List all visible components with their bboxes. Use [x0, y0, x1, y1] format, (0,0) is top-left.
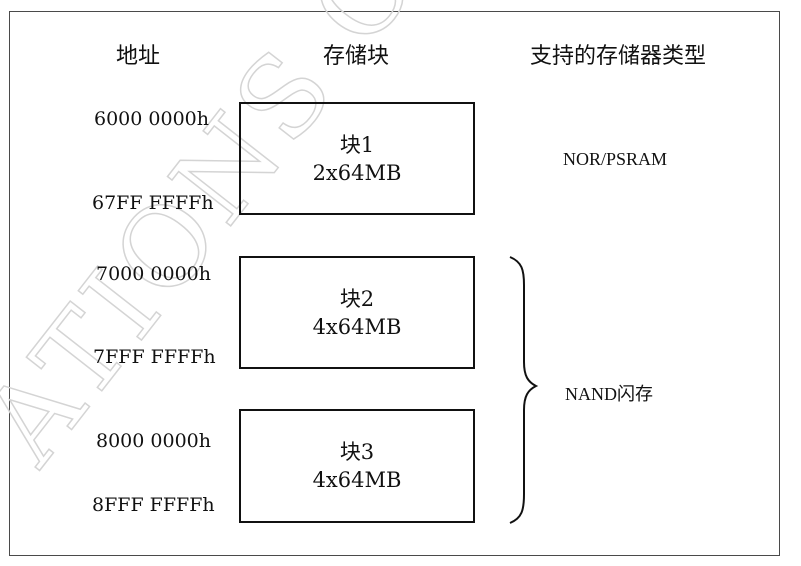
address-start-1: 6000 0000h	[94, 108, 209, 130]
block-size-3: 4x64MB	[312, 468, 402, 492]
header-address: 地址	[116, 44, 161, 69]
type-nand: NAND闪存	[565, 384, 653, 404]
header-memory-type: 支持的存储器类型	[530, 44, 707, 69]
header-block: 存储块	[323, 44, 390, 69]
address-end-2: 7FFF FFFFh	[93, 346, 216, 368]
block-name-1: 块1	[339, 132, 375, 157]
address-start-2: 7000 0000h	[96, 263, 211, 285]
diagram-frame	[9, 11, 780, 556]
address-end-3: 8FFF FFFFh	[92, 494, 215, 516]
memory-block-3: 块3 4x64MB	[239, 409, 475, 523]
block-size-2: 4x64MB	[312, 314, 402, 339]
address-end-1: 67FF FFFFh	[92, 192, 214, 214]
block-name-2: 块2	[339, 286, 375, 311]
block-name-3: 块3	[339, 440, 375, 464]
memory-block-2: 块2 4x64MB	[239, 256, 475, 369]
memory-block-1: 块1 2x64MB	[239, 102, 475, 215]
type-nor-psram: NOR/PSRAM	[563, 149, 668, 169]
address-start-3: 8000 0000h	[96, 430, 211, 452]
block-size-1: 2x64MB	[312, 160, 402, 185]
